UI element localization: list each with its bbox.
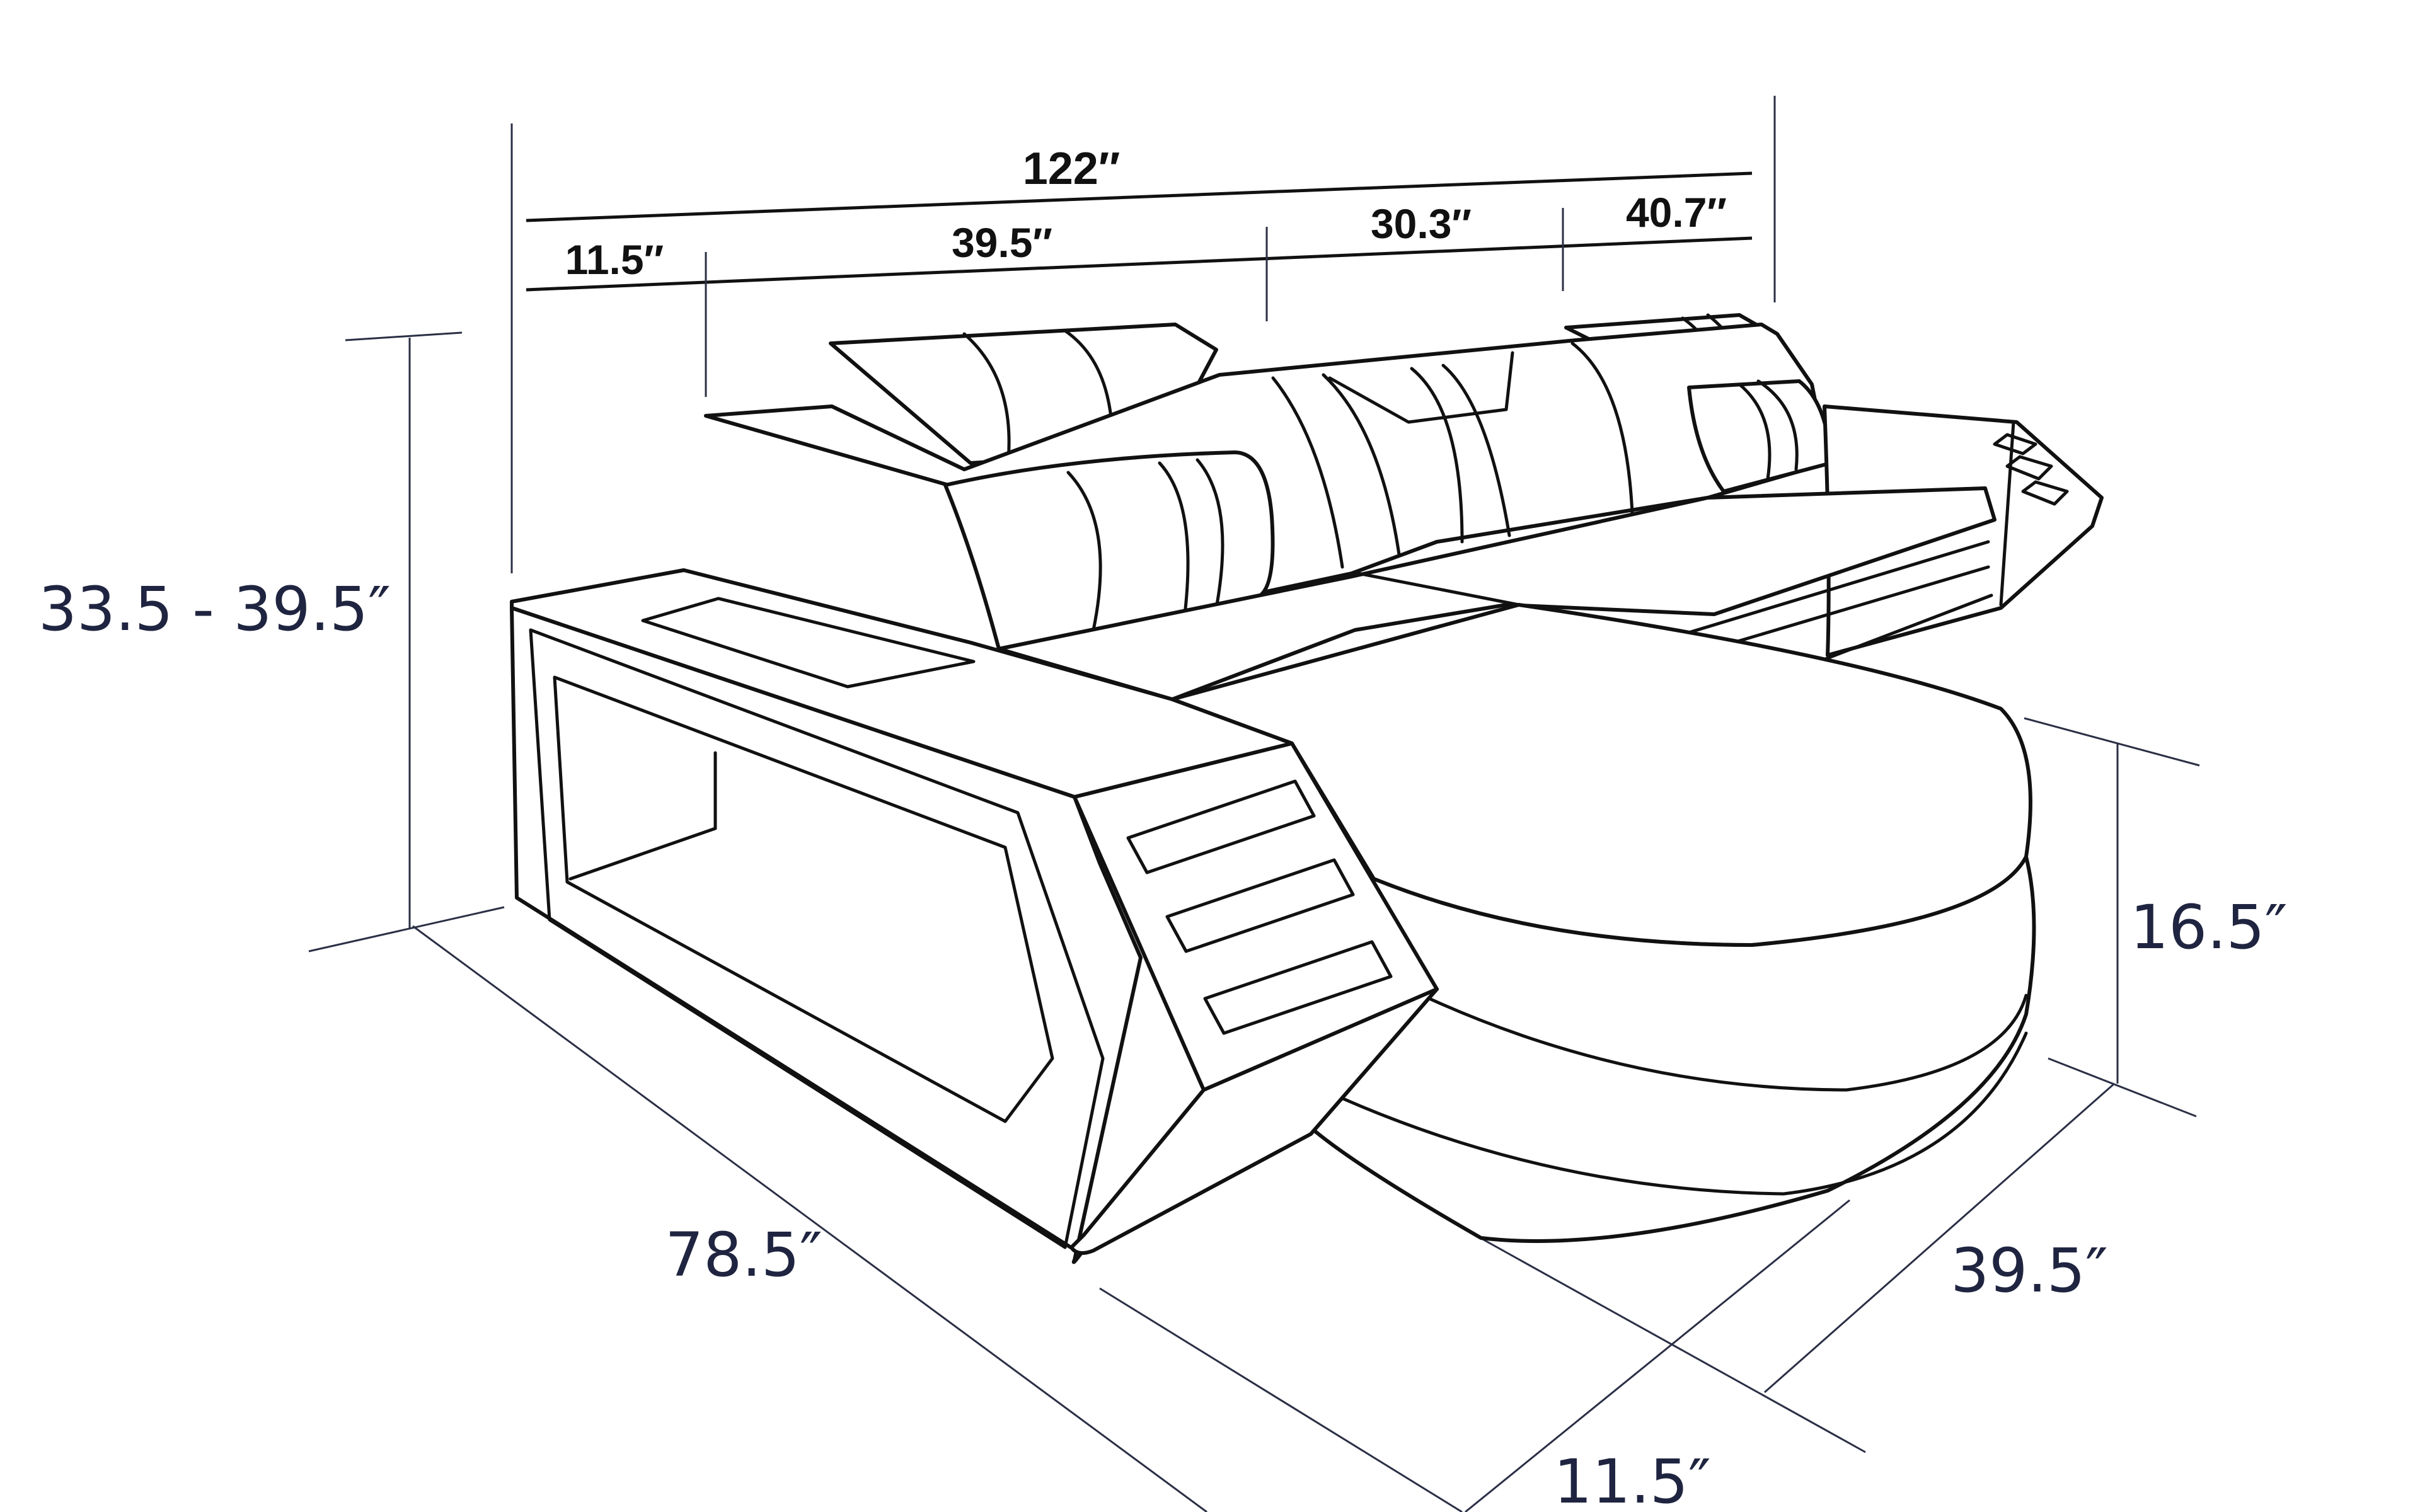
armrest-tray bbox=[641, 597, 976, 689]
sofa-drawing bbox=[510, 313, 2104, 1264]
armrest-width-label: 11.5″ bbox=[1553, 1446, 1711, 1512]
back-cushion-left bbox=[943, 450, 1275, 651]
height-dimension-lines bbox=[308, 331, 505, 953]
segment-label-4: 40.7″ bbox=[1626, 189, 1727, 236]
left-armrest-base bbox=[1069, 987, 1439, 1255]
seat-height-label: 16.5″ bbox=[2130, 892, 2288, 963]
overall-width-label: 122″ bbox=[1023, 144, 1121, 194]
seat-height-dimension-lines bbox=[2024, 717, 2200, 1118]
depth-right-label: 39.5″ bbox=[1950, 1235, 2108, 1306]
top-dimension-lines bbox=[510, 96, 1776, 573]
segment-label-2: 39.5″ bbox=[952, 219, 1052, 266]
segment-label-1: 11.5″ bbox=[565, 236, 664, 283]
chaise-base bbox=[1309, 855, 2036, 1243]
depth-dimension-lines bbox=[412, 925, 2115, 1512]
height-range-label: 33.5 - 39.5″ bbox=[38, 574, 391, 644]
depth-left-label: 78.5″ bbox=[665, 1220, 822, 1290]
segment-label-3: 30.3″ bbox=[1371, 200, 1472, 247]
seat-platform bbox=[997, 486, 1997, 701]
